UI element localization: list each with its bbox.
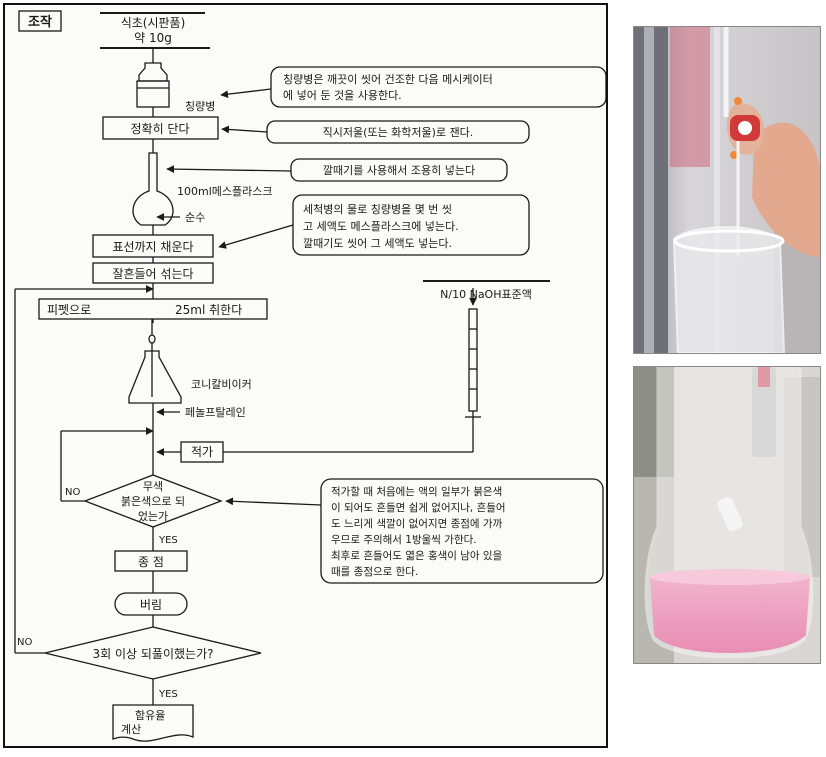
step-weigh-label: 정확히 단다 xyxy=(130,122,189,136)
header-label-box xyxy=(18,10,62,32)
decision-color-line-2: 붉은색으로 되 xyxy=(121,495,185,508)
note-rinse-line-2: 고 세액도 메스플라스크에 넣는다. xyxy=(303,220,459,233)
step-discard-label: 버림 xyxy=(140,598,162,612)
burette-icon xyxy=(465,308,481,452)
note-titration-line-3: 도 느리게 색깔이 없어지면 종점에 가까 xyxy=(331,517,503,530)
step-pipette-left: 피펫으로 xyxy=(47,303,91,317)
note-balance-text: 직시저울(또는 화학저울)로 잰다. xyxy=(323,126,474,139)
note-titration-box xyxy=(320,478,604,584)
photo-burette-titration xyxy=(633,26,821,354)
note-funnel-text: 깔때기를 사용해서 조용히 넣는다 xyxy=(323,163,475,177)
step-endpoint-box xyxy=(114,550,188,572)
step-fill-label: 표선까지 채운다 xyxy=(112,240,193,254)
note-titration-line-5: 최후로 흔들어도 엷은 홍색이 남아 있을 xyxy=(331,549,503,562)
sample-name: 식초(시판품) xyxy=(121,16,186,30)
decision-color-no: NO xyxy=(65,487,80,498)
photo-pink-endpoint xyxy=(633,366,821,664)
note-titration-line-1: 적가할 때 처음에는 액의 일부가 붉은색 xyxy=(331,485,502,498)
step-calc-line-2: 계산 xyxy=(121,723,141,736)
conical-beaker-label: 코니칼비이커 xyxy=(191,378,252,391)
note-funnel-box xyxy=(290,158,508,182)
step-weigh-box xyxy=(102,116,219,140)
weighing-bottle-icon xyxy=(136,62,170,108)
pipette-icon xyxy=(148,319,156,397)
step-mix-label: 잘흔들어 섞는다 xyxy=(112,267,193,281)
conical-beaker-icon xyxy=(128,350,182,404)
naoh-label: N/10 NaOH표준액 xyxy=(440,288,532,301)
volumetric-flask-icon xyxy=(132,152,174,226)
decision-color-yes: YES xyxy=(158,535,178,546)
decision-repeat-no: NO xyxy=(17,637,32,648)
note-titration-line-4: 우므로 주의해서 1방울씩 가한다. xyxy=(331,533,477,546)
indicator-label: 페놀프탈레인 xyxy=(185,406,246,419)
step-endpoint-label: 종 점 xyxy=(138,555,164,569)
note-rinse-line-1: 세척병의 물로 칭량병을 몇 번 씻 xyxy=(303,203,452,216)
header-label: 조작 xyxy=(28,14,52,30)
note-titration-line-6: 때를 종점으로 한다. xyxy=(331,566,418,578)
note-bottle-line-1: 칭량병은 깨끗이 씻어 건조한 다음 메시케이터 xyxy=(283,73,493,86)
note-rinse-line-3: 깔때기도 씻어 그 세액도 넣는다. xyxy=(303,236,452,250)
step-pipette-right: 25ml 취한다 xyxy=(175,303,242,317)
decision-color-line-3: 었는가 xyxy=(138,510,168,523)
flask-label: 100ml메스플라스크 xyxy=(177,185,273,198)
note-bottle-line-2: 에 넣어 둔 것을 사용한다. xyxy=(283,89,402,102)
titration-flowchart: 조작 식초(시판품) 약 10g 칭량병 칭량병은 깨끗이 씻어 건조한 다음 … xyxy=(14,10,607,742)
sample-amount: 약 10g xyxy=(134,30,172,45)
decision-color-line-1: 무색 xyxy=(143,480,163,493)
decision-repeat-yes: YES xyxy=(158,689,178,700)
step-discard-terminator xyxy=(114,592,188,616)
weighing-bottle-label: 칭량병 xyxy=(185,100,215,113)
water-label: 순수 xyxy=(185,211,205,224)
note-titration-line-2: 이 되어도 흔들면 쉽게 없어지나, 흔들어 xyxy=(331,501,506,514)
step-titrate-label: 적가 xyxy=(191,445,213,459)
decision-repeat-label: 3회 이상 되풀이했는가? xyxy=(93,647,214,661)
flowchart-frame: 조작 식초(시판품) 약 10g 칭량병 칭량병은 깨끗이 씻어 건조한 다음 … xyxy=(3,3,608,748)
step-calc-line-1: 함유율 xyxy=(135,709,165,722)
step-calc-document xyxy=(112,704,194,742)
